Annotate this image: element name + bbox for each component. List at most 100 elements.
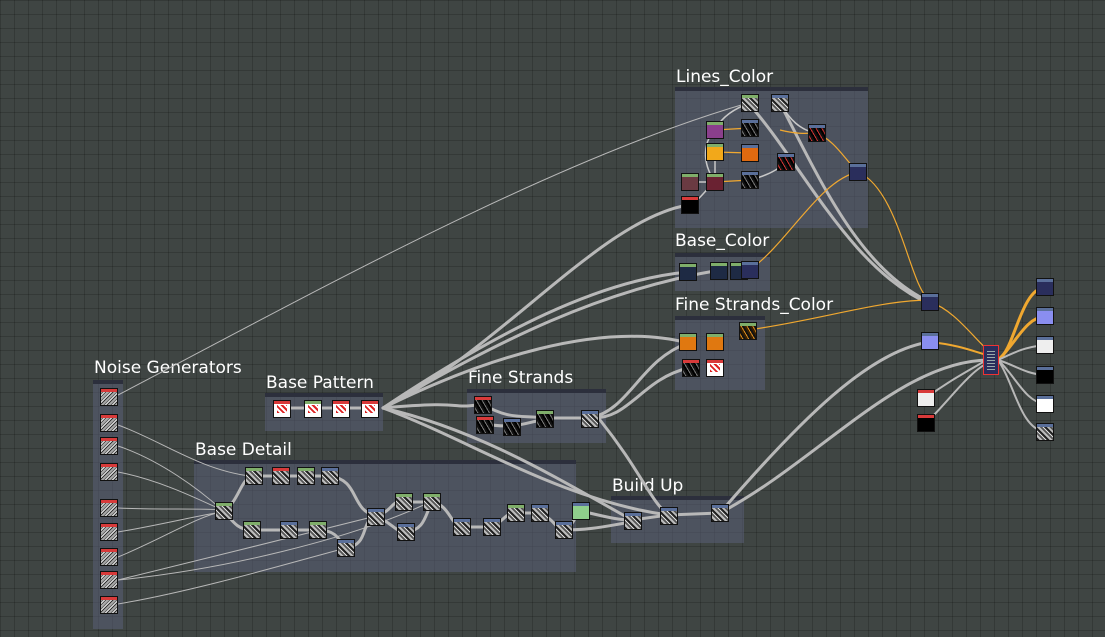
fine-strands-node[interactable] [503, 418, 521, 436]
color-node[interactable] [917, 389, 935, 407]
detail-node[interactable] [367, 508, 385, 526]
noise-node[interactable] [100, 437, 118, 455]
link [381, 334, 690, 410]
color-node[interactable] [739, 322, 757, 340]
detail-node[interactable] [395, 493, 413, 511]
link [117, 511, 223, 558]
link [718, 358, 992, 515]
color-node[interactable] [682, 359, 700, 377]
link [117, 102, 749, 396]
fine-strands-node[interactable] [476, 416, 494, 434]
link [117, 471, 223, 511]
detail-node[interactable] [321, 467, 339, 485]
detail-node[interactable] [245, 467, 263, 485]
detail-node[interactable] [297, 467, 315, 485]
build-up-node[interactable] [624, 512, 642, 530]
detail-node[interactable] [555, 521, 573, 539]
color-node[interactable] [741, 94, 759, 112]
build-up-node[interactable] [711, 504, 729, 522]
material-node[interactable] [983, 345, 999, 375]
output-roughness[interactable] [1036, 336, 1054, 354]
pattern-node[interactable] [273, 400, 291, 418]
color-node[interactable] [849, 163, 867, 181]
output-basecolor[interactable] [1036, 278, 1054, 296]
link [381, 402, 484, 410]
noise-node[interactable] [100, 571, 118, 589]
color-node[interactable] [681, 196, 699, 214]
link [588, 366, 690, 420]
color-node[interactable] [679, 333, 697, 351]
output-metallic[interactable] [1036, 366, 1054, 384]
frame-title-base-color: Base_Color [675, 231, 770, 251]
detail-node[interactable] [507, 504, 525, 522]
color-node[interactable] [921, 293, 939, 311]
detail-node[interactable] [483, 518, 501, 536]
link [381, 406, 634, 522]
frame-title-fine-strands: Fine Strands [468, 368, 574, 388]
pattern-node[interactable] [361, 400, 379, 418]
link [117, 445, 223, 511]
noise-node[interactable] [100, 596, 118, 614]
pattern-node[interactable] [304, 400, 322, 418]
pattern-node[interactable] [332, 400, 350, 418]
link [117, 547, 347, 605]
noise-node[interactable] [100, 463, 118, 481]
color-node[interactable] [771, 94, 789, 112]
fine-strands-node[interactable] [536, 410, 554, 428]
color-node[interactable] [777, 153, 795, 171]
detail-node[interactable] [272, 467, 290, 485]
link [381, 270, 690, 410]
noise-node[interactable] [100, 548, 118, 566]
link [747, 299, 931, 331]
noise-node[interactable] [100, 414, 118, 432]
noise-node[interactable] [100, 499, 118, 517]
color-node[interactable] [679, 263, 697, 281]
link [117, 507, 223, 511]
link [588, 341, 690, 420]
detail-node[interactable] [572, 502, 590, 520]
color-node[interactable] [741, 119, 759, 137]
color-node[interactable] [706, 143, 724, 161]
frame-title-build-up: Build Up [612, 476, 684, 496]
link [746, 101, 932, 306]
color-node[interactable] [681, 173, 699, 191]
fine-strands-node[interactable] [474, 396, 492, 414]
color-node[interactable] [706, 173, 724, 191]
noise-node[interactable] [100, 388, 118, 406]
fine-strands-node[interactable] [581, 410, 599, 428]
color-node[interactable] [706, 121, 724, 139]
detail-node[interactable] [243, 521, 261, 539]
detail-node[interactable] [309, 521, 327, 539]
color-node[interactable] [808, 124, 826, 142]
frame-title-base-pattern: Base Pattern [266, 373, 374, 393]
link [117, 511, 223, 533]
color-node[interactable] [741, 144, 759, 162]
color-node[interactable] [706, 333, 724, 351]
color-node[interactable] [710, 262, 728, 280]
noise-node[interactable] [100, 523, 118, 541]
detail-node[interactable] [337, 539, 355, 557]
detail-node[interactable] [453, 518, 471, 536]
color-node[interactable] [706, 359, 724, 377]
output-height[interactable] [1036, 423, 1054, 441]
output-normal[interactable] [1036, 307, 1054, 325]
link [117, 501, 431, 581]
frame-title-noise-generators: Noise Generators [94, 358, 242, 378]
detail-node[interactable] [423, 493, 441, 511]
output-ao[interactable] [1036, 395, 1054, 413]
build-up-node[interactable] [660, 507, 678, 525]
color-node[interactable] [921, 332, 939, 350]
detail-node[interactable] [531, 504, 549, 522]
detail-node[interactable] [280, 521, 298, 539]
link [749, 171, 859, 271]
link [117, 515, 377, 581]
link [598, 418, 670, 517]
color-node[interactable] [917, 414, 935, 432]
color-node[interactable] [741, 261, 759, 279]
detail-node[interactable] [215, 502, 233, 520]
link [117, 424, 251, 477]
color-node[interactable] [741, 171, 759, 189]
detail-node[interactable] [397, 523, 415, 541]
